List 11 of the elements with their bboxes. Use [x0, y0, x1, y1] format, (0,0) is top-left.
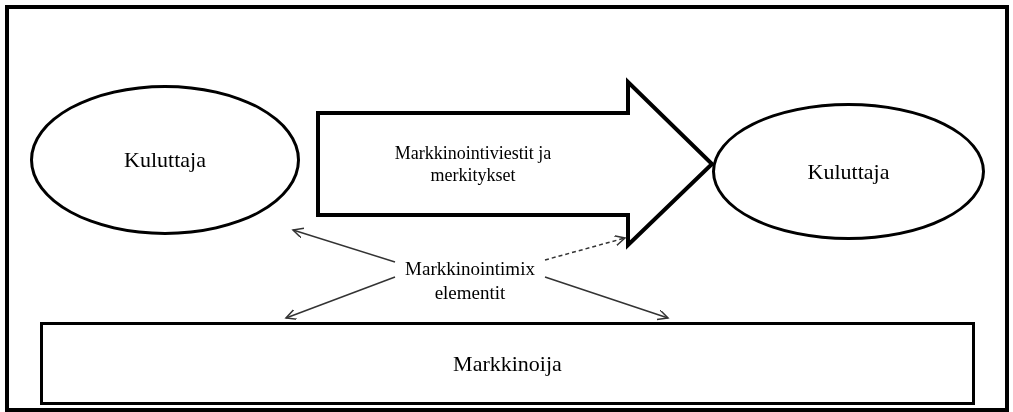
node-label: Kuluttaja — [807, 157, 890, 186]
arrow — [544, 235, 626, 261]
node-label: Kuluttaja — [124, 146, 206, 174]
rectangle-box — [40, 322, 975, 405]
edge-label: Markkinointiviestit ja merkitykset — [393, 141, 553, 187]
arrow — [544, 276, 669, 321]
node-label: Markkinointimix elementit — [404, 257, 536, 305]
arrow — [285, 276, 396, 320]
arrow — [292, 227, 396, 263]
block-arrow — [316, 77, 715, 250]
node-label: Markkinoija — [453, 349, 562, 378]
